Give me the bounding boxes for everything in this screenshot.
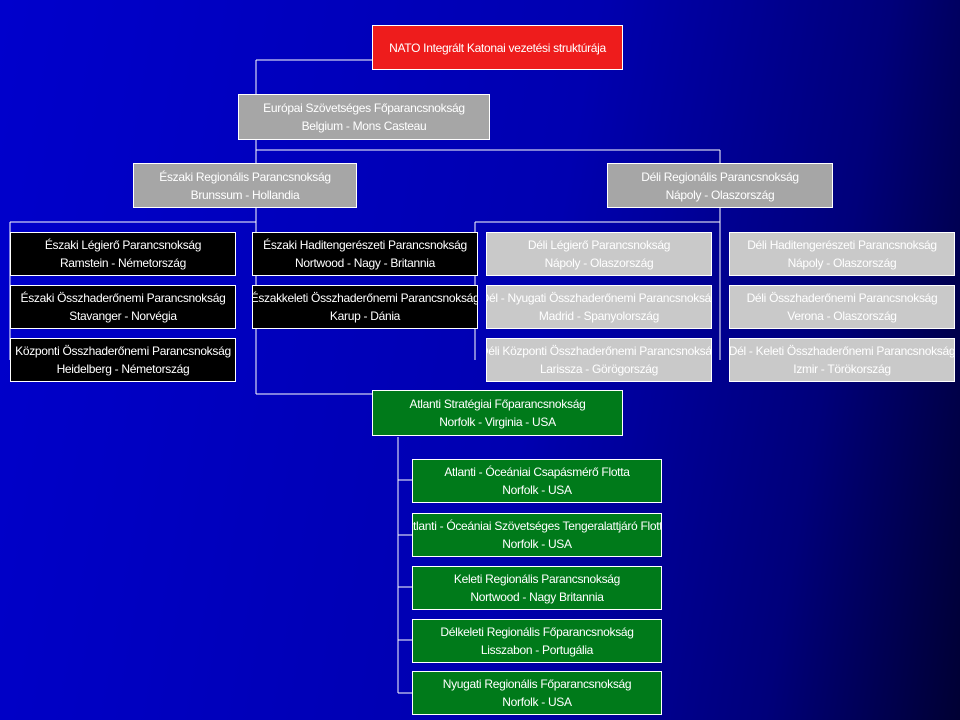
atlantic-command-name: Atlanti Stratégiai Főparancsnokság (409, 397, 586, 411)
north-sub-box-1: Északi Haditengerészeti Parancsnokság No… (252, 232, 478, 276)
atlantic-sub-location: Lisszabon - Portugália (480, 643, 594, 657)
atlantic-sub-box-1: Atlanti - Óceániai Szövetséges Tengerala… (412, 513, 662, 557)
north-sub-name: Központi Összhaderőnemi Parancsnokság (15, 344, 231, 358)
title-box: NATO Integrált Katonai vezetési struktúr… (372, 25, 623, 70)
atlantic-sub-location: Norfolk - USA (502, 483, 572, 497)
south-sub-location: Izmir - Törökország (793, 362, 891, 376)
north-sub-location: Karup - Dánia (329, 309, 401, 323)
north-sub-location: Nortwood - Nagy - Britannia (295, 256, 435, 270)
south-sub-box-3: Déli Összhaderőnemi Parancsnokság Verona… (729, 285, 955, 329)
south-command-name: Déli Regionális Parancsnokság (641, 169, 799, 184)
title-text: NATO Integrált Katonai vezetési struktúr… (389, 40, 606, 55)
atlantic-sub-box-3: Délkeleti Regionális Főparancsnokság Lis… (412, 619, 662, 663)
atlantic-command-box: Atlanti Stratégiai Főparancsnokság Norfo… (372, 390, 623, 436)
north-command-location: Brunssum - Hollandia (190, 187, 300, 202)
south-sub-box-4: Déli Központi Összhaderőnemi Parancsnoks… (486, 338, 712, 382)
atlantic-sub-name: Délkeleti Regionális Főparancsnokság (440, 625, 634, 639)
atlantic-sub-box-2: Keleti Regionális Parancsnokság Nortwood… (412, 566, 662, 610)
atlantic-sub-location: Norfolk - USA (502, 695, 572, 709)
atlantic-sub-name: Atlanti - Óceániai Szövetséges Tengerala… (412, 519, 662, 533)
south-command-box: Déli Regionális Parancsnokság Nápoly - O… (607, 163, 833, 208)
south-sub-name: Déli Haditengerészeti Parancsnokság (747, 238, 937, 252)
north-sub-name: Északkeleti Összhaderőnemi Parancsnokság (252, 291, 478, 305)
north-sub-box-2: Északi Összhaderőnemi Parancsnokság Stav… (10, 285, 236, 329)
north-sub-location: Heidelberg - Németország (56, 362, 190, 376)
south-sub-name: Dél - Nyugati Összhaderőnemi Parancsnoks… (486, 291, 712, 305)
south-sub-location: Larissza - Görögország (539, 362, 659, 376)
south-sub-location: Nápoly - Olaszország (787, 256, 897, 270)
north-sub-name: Északi Haditengerészeti Parancsnokság (263, 238, 467, 252)
south-sub-name: Déli Légierő Parancsnokság (527, 238, 671, 252)
atlantic-sub-box-0: Atlanti - Óceániai Csapásmérő Flotta Nor… (412, 459, 662, 503)
atlantic-sub-name: Keleti Regionális Parancsnokság (453, 572, 621, 586)
south-sub-name: Dél - Keleti Összhaderőnemi Parancsnoksá… (729, 344, 955, 358)
north-sub-box-4: Központi Összhaderőnemi Parancsnokság He… (10, 338, 236, 382)
south-sub-location: Nápoly - Olaszország (544, 256, 654, 270)
north-sub-box-0: Északi Légierő Parancsnokság Ramstein - … (10, 232, 236, 276)
europe-command-name: Európai Szövetséges Főparancsnokság (263, 101, 465, 115)
atlantic-command-location: Norfolk - Virginia - USA (439, 415, 556, 429)
south-sub-box-2: Dél - Nyugati Összhaderőnemi Parancsnoks… (486, 285, 712, 329)
south-sub-location: Madrid - Spanyolország (538, 309, 660, 323)
atlantic-sub-name: Nyugati Regionális Főparancsnokság (442, 677, 632, 691)
south-sub-location: Verona - Olaszország (787, 309, 897, 323)
south-sub-box-1: Déli Haditengerészeti Parancsnokság Nápo… (729, 232, 955, 276)
north-sub-location: Stavanger - Norvégia (69, 309, 177, 323)
europe-command-box: Európai Szövetséges Főparancsnokság Belg… (238, 94, 490, 140)
north-sub-box-3: Északkeleti Összhaderőnemi Parancsnokság… (252, 285, 478, 329)
atlantic-sub-location: Nortwood - Nagy Britannia (470, 590, 604, 604)
atlantic-sub-name: Atlanti - Óceániai Csapásmérő Flotta (444, 465, 630, 479)
atlantic-sub-box-4: Nyugati Regionális Főparancsnokság Norfo… (412, 671, 662, 715)
atlantic-sub-location: Norfolk - USA (502, 537, 572, 551)
europe-command-location: Belgium - Mons Casteau (301, 119, 427, 133)
north-sub-name: Északi Összhaderőnemi Parancsnokság (20, 291, 226, 305)
north-command-box: Északi Regionális Parancsnokság Brunssum… (133, 163, 357, 208)
south-command-location: Nápoly - Olaszország (665, 187, 775, 202)
south-sub-box-0: Déli Légierő Parancsnokság Nápoly - Olas… (486, 232, 712, 276)
south-sub-name: Déli Összhaderőnemi Parancsnokság (746, 291, 938, 305)
north-command-name: Északi Regionális Parancsnokság (159, 169, 331, 184)
south-sub-name: Déli Központi Összhaderőnemi Parancsnoks… (486, 344, 712, 358)
north-sub-name: Északi Légierő Parancsnokság (44, 238, 202, 252)
north-sub-location: Ramstein - Németország (59, 256, 187, 270)
south-sub-box-5: Dél - Keleti Összhaderőnemi Parancsnoksá… (729, 338, 955, 382)
